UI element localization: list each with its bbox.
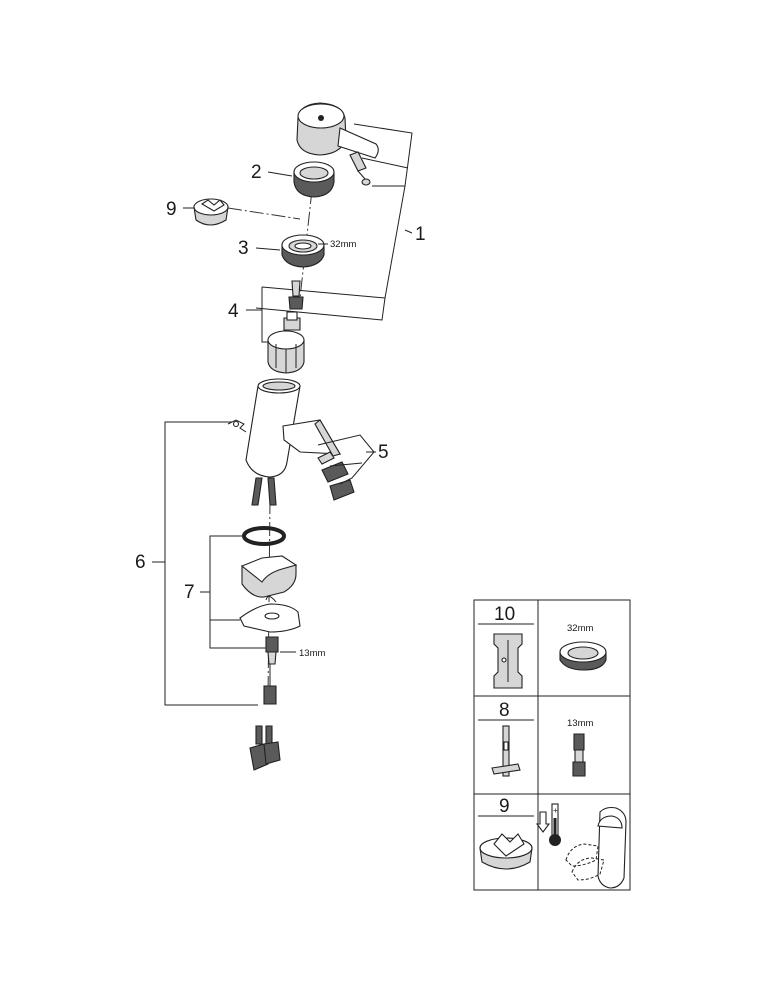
thermometer-icon: + bbox=[549, 803, 561, 846]
socket-tool-icon bbox=[493, 633, 523, 689]
callout-4: 4 bbox=[228, 301, 239, 322]
tools-table: 10 32mm 8 13mm 9 bbox=[473, 599, 631, 891]
horseshoe-washer bbox=[240, 555, 298, 598]
svg-text:+: + bbox=[553, 806, 558, 815]
nut-tool-icon bbox=[559, 641, 607, 671]
table-row2-dimension: 13mm bbox=[567, 718, 593, 729]
accessory-axis bbox=[227, 207, 301, 220]
table-row3-number: 9 bbox=[499, 796, 510, 817]
callout-7: 7 bbox=[184, 582, 195, 603]
tap-body bbox=[245, 378, 341, 478]
callout-6-bracket bbox=[164, 421, 258, 706]
table-row1-number: 10 bbox=[494, 604, 515, 625]
limiter-tool-icon bbox=[479, 833, 533, 870]
cap-ring bbox=[293, 161, 335, 198]
supply-hoses bbox=[251, 477, 277, 506]
callout-1: 1 bbox=[415, 224, 426, 245]
handle-grub-screw bbox=[349, 151, 371, 186]
callout-2: 2 bbox=[251, 162, 262, 183]
callout-9: 9 bbox=[166, 199, 177, 220]
nut-dimension-label: 32mm bbox=[330, 239, 356, 250]
callout-1-bracket bbox=[353, 123, 413, 187]
hose-connectors bbox=[249, 725, 281, 771]
callout-5: 5 bbox=[378, 442, 389, 463]
callout-3: 3 bbox=[238, 238, 249, 259]
handle-lever bbox=[296, 102, 379, 159]
key-tool-icon bbox=[491, 725, 521, 777]
cartridge-nut bbox=[281, 234, 325, 268]
temperature-limiter-small bbox=[193, 198, 229, 226]
cartridge-screw bbox=[288, 280, 304, 310]
aerator bbox=[317, 451, 355, 501]
table-row2-number: 8 bbox=[499, 700, 510, 721]
stud-tool-icon bbox=[572, 733, 586, 777]
fixing-dimension-label: 13mm bbox=[299, 648, 325, 659]
fixing-stud bbox=[263, 636, 279, 705]
lever-positions-icon bbox=[565, 806, 627, 889]
lift-rod-clip bbox=[227, 419, 247, 433]
callout-4-bracket bbox=[261, 287, 268, 343]
center-axis-lower bbox=[267, 499, 271, 701]
callout-6: 6 bbox=[135, 552, 146, 573]
cartridge bbox=[267, 311, 305, 374]
fixing-plate bbox=[239, 596, 301, 633]
o-ring-seal bbox=[242, 526, 286, 546]
down-arrow-icon bbox=[535, 811, 551, 833]
table-row1-dimension: 32mm bbox=[567, 623, 593, 634]
